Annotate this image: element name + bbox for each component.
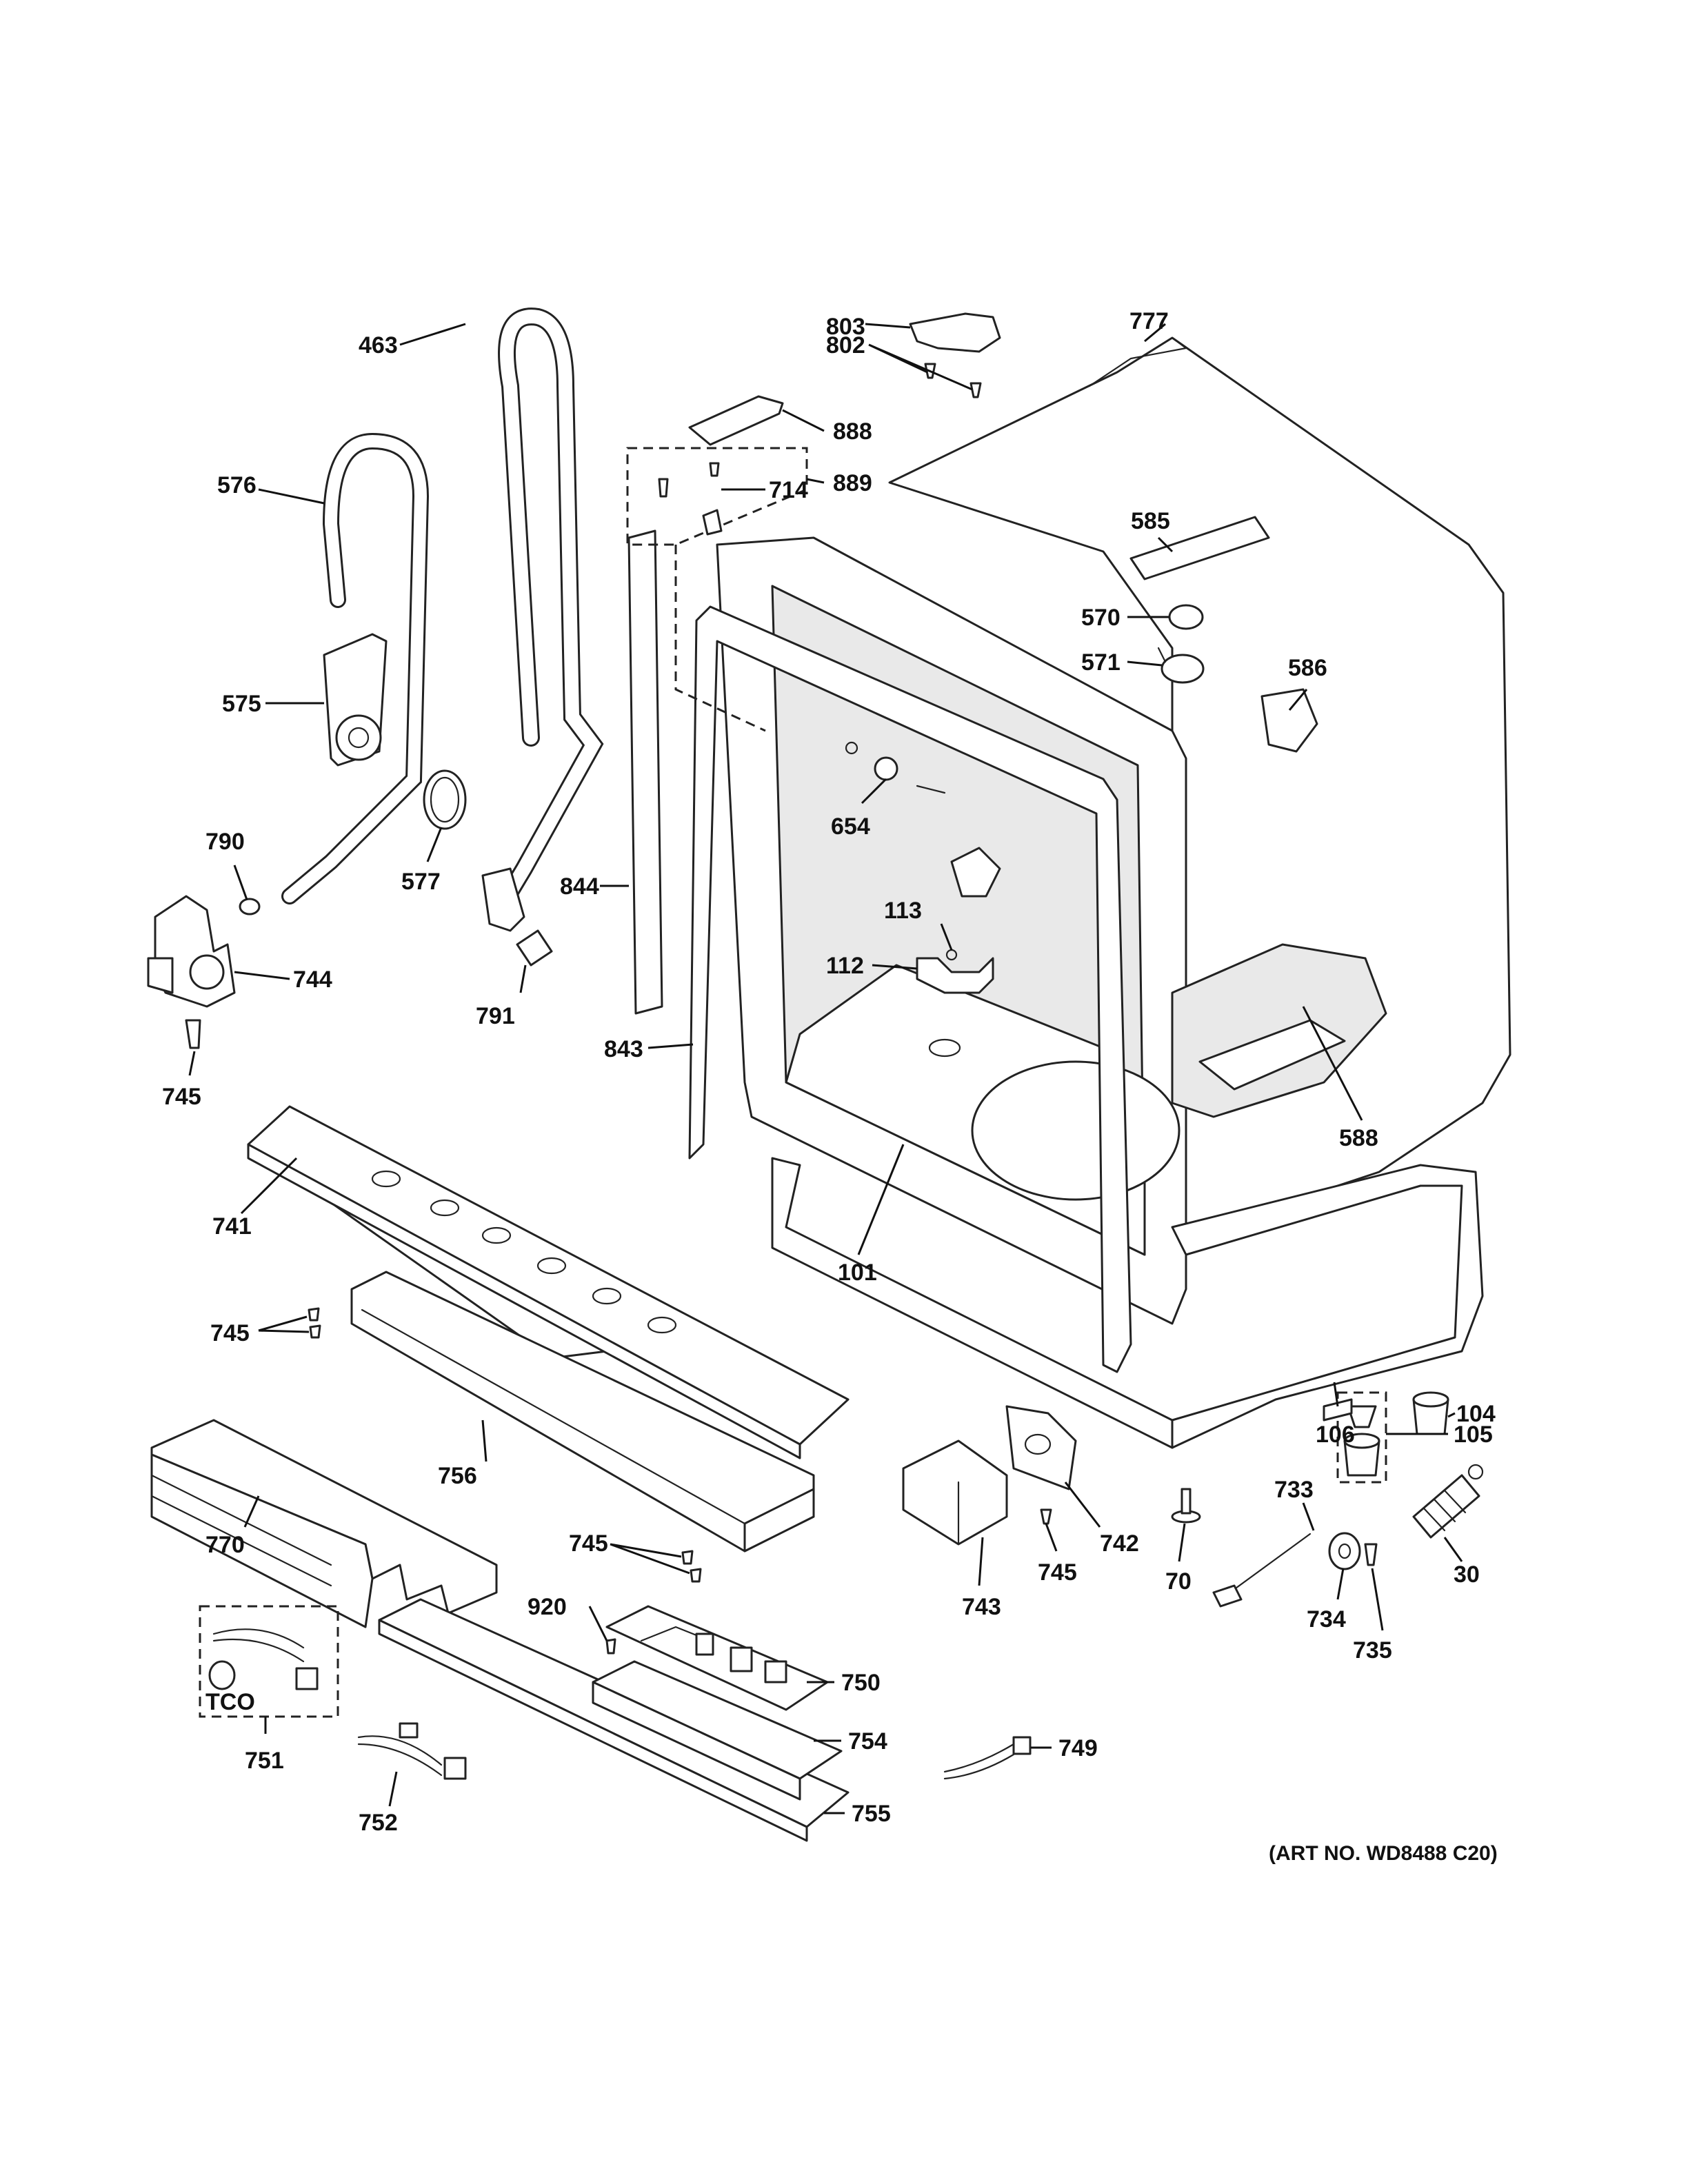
- callout-920: 920: [528, 1594, 567, 1620]
- screws-745c: [681, 1550, 702, 1583]
- callout-745-bracket: 745: [1038, 1559, 1077, 1586]
- clamp-790: [239, 898, 261, 916]
- foot-group-105: [1336, 1391, 1387, 1484]
- callout-654: 654: [831, 813, 870, 840]
- callout-777: 777: [1129, 308, 1169, 334]
- cable-733: [1212, 1533, 1312, 1608]
- callout-463: 463: [359, 332, 398, 358]
- clamp-791: [481, 867, 553, 967]
- callout-791: 791: [476, 1003, 515, 1029]
- harness-group-751: [199, 1605, 339, 1718]
- bracket-742: [1005, 1405, 1077, 1490]
- callout-756: 756: [438, 1463, 477, 1489]
- callout-575: 575: [222, 691, 261, 717]
- callout-749: 749: [1058, 1735, 1098, 1761]
- callout-889: 889: [833, 470, 872, 496]
- callout-751: 751: [245, 1748, 284, 1774]
- callout-741: 741: [212, 1213, 252, 1240]
- screw-920: [605, 1638, 616, 1655]
- callout-tco: TCO: [205, 1689, 255, 1715]
- callout-106: 106: [1316, 1422, 1355, 1448]
- callout-105: 105: [1454, 1422, 1493, 1448]
- callout-112: 112: [826, 953, 864, 979]
- callout-770: 770: [205, 1532, 245, 1558]
- callout-844: 844: [560, 873, 599, 900]
- bracket-755: [378, 1598, 850, 1842]
- callout-571: 571: [1081, 649, 1121, 676]
- callout-570: 570: [1081, 605, 1121, 631]
- callout-576: 576: [217, 472, 257, 498]
- callout-101: 101: [838, 1260, 877, 1286]
- callout-labels: 463 576 575 577 790 744 745 791 844 843 …: [162, 308, 1498, 1865]
- harness-749: [943, 1736, 1032, 1780]
- callout-742: 742: [1100, 1530, 1139, 1557]
- screws-745b: [308, 1307, 321, 1339]
- tub-assembly: [688, 336, 1511, 1449]
- callout-888: 888: [833, 418, 872, 445]
- callout-588: 588: [1339, 1125, 1378, 1151]
- clip-106: [1323, 1398, 1353, 1422]
- callout-745: 745: [162, 1084, 201, 1110]
- screw-745d: [1040, 1508, 1052, 1525]
- callout-577: 577: [401, 869, 441, 895]
- callout-755: 755: [852, 1801, 891, 1827]
- callout-843: 843: [604, 1036, 643, 1062]
- screw-745a: [185, 1019, 201, 1049]
- box-743: [902, 1439, 1008, 1546]
- group-889: [626, 447, 808, 732]
- switch-803: [909, 312, 1001, 353]
- callout-803: 803: [826, 314, 865, 340]
- callout-735: 735: [1353, 1637, 1392, 1664]
- art-number: (ART NO. WD8488 C20): [1269, 1842, 1498, 1865]
- callout-790: 790: [205, 829, 245, 855]
- callout-104: 104: [1456, 1401, 1496, 1427]
- spring-30: [1412, 1464, 1484, 1539]
- seal-844: [627, 529, 663, 1015]
- screws-802: [924, 363, 982, 398]
- toe-kick-756: [350, 1271, 815, 1553]
- callout-734: 734: [1307, 1606, 1346, 1632]
- harness-752: [357, 1722, 467, 1780]
- air-gap-575: [323, 633, 388, 767]
- bracket-888: [688, 395, 784, 446]
- insulation-741: [247, 1105, 850, 1459]
- water-valve-744: [147, 895, 236, 1008]
- foam-770: [150, 1419, 498, 1628]
- callout-752: 752: [359, 1810, 398, 1836]
- callout-744: 744: [293, 967, 332, 993]
- foot-104: [1412, 1391, 1449, 1435]
- callout-714: 714: [769, 477, 808, 503]
- hose-576: [281, 432, 430, 904]
- pulley-734: [1328, 1532, 1361, 1570]
- screw-735: [1364, 1543, 1378, 1566]
- o-ring-577: [423, 769, 467, 830]
- callout-586: 586: [1288, 655, 1327, 681]
- leader-lines: [188, 323, 1463, 1814]
- housing-754: [592, 1660, 843, 1801]
- callout-750: 750: [841, 1670, 881, 1696]
- callout-113: 113: [884, 898, 922, 924]
- hose-463: [494, 307, 604, 912]
- callout-585: 585: [1131, 508, 1170, 534]
- callout-745-board: 745: [569, 1530, 608, 1557]
- callout-743: 743: [962, 1594, 1001, 1620]
- callout-70: 70: [1165, 1568, 1192, 1595]
- callout-733: 733: [1274, 1477, 1314, 1503]
- leveling-leg-70: [1171, 1488, 1201, 1524]
- callout-802: 802: [826, 332, 865, 358]
- callout-745-toe-kick: 745: [210, 1320, 250, 1346]
- callout-754: 754: [848, 1728, 887, 1755]
- callout-30: 30: [1454, 1561, 1480, 1588]
